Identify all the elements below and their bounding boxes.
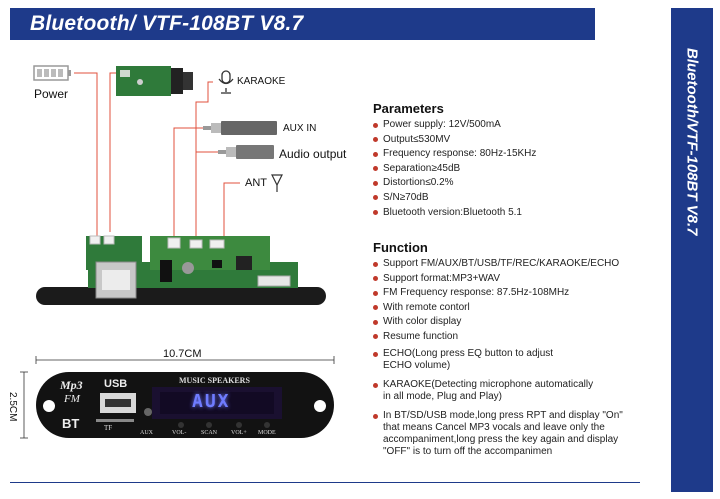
- list-item: With remote contorl: [373, 301, 623, 316]
- list-item: S/N≥70dB: [373, 191, 536, 206]
- audio-out-plug: [218, 145, 274, 159]
- parameters-list: Power supply: 12V/500mA Output≤530MV Fre…: [373, 118, 536, 220]
- tf-label: TF: [104, 424, 113, 432]
- height-dimension: 2.5CM: [7, 392, 18, 422]
- list-item: Frequency response: 80Hz-15KHz: [373, 147, 536, 162]
- vol-plus-button[interactable]: VOL+: [231, 430, 247, 436]
- aux-jack-label: AUX: [140, 430, 153, 436]
- mp3-label: Mp3: [60, 378, 83, 392]
- usb-label: USB: [104, 378, 128, 390]
- music-speakers-label: MUSIC SPEAKERS: [179, 376, 250, 385]
- parameters-title: Parameters: [373, 101, 444, 116]
- dimension-lines: [20, 356, 335, 439]
- karaoke-label: KARAOKE: [237, 76, 286, 87]
- audio-output-label: Audio output: [279, 147, 347, 161]
- list-item: Support FM/AUX/BT/USB/TF/REC/KARAOKE/ECH…: [373, 257, 623, 272]
- antenna-icon: [271, 174, 283, 192]
- list-item: In BT/SD/USB mode,long press RPT and dis…: [373, 410, 623, 459]
- list-item: Resume function: [373, 330, 623, 345]
- battery-icon: [33, 65, 71, 81]
- vol-minus-button[interactable]: VOL-: [172, 430, 187, 436]
- aux-in-label: AUX IN: [283, 123, 317, 134]
- list-item: With color display: [373, 315, 623, 330]
- side-bar: Bluetooth/VTF-108BT V8.7: [671, 8, 713, 492]
- list-item: KARAOKE(Detecting microphone automatical…: [373, 379, 623, 404]
- list-item: Output≤530MV: [373, 133, 536, 148]
- panel-display: AUX: [192, 391, 231, 412]
- mic-module: [116, 66, 193, 96]
- power-label: Power: [34, 87, 69, 101]
- bottom-divider: [10, 482, 640, 483]
- connection-wires: [74, 72, 240, 240]
- microphone-icon: [218, 70, 234, 94]
- aux-plug: [203, 121, 277, 135]
- fm-label: FM: [64, 393, 80, 405]
- list-item: Power supply: 12V/500mA: [373, 118, 536, 133]
- list-item: Bluetooth version:Bluetooth 5.1: [373, 206, 536, 221]
- list-item: Separation≥45dB: [373, 162, 536, 177]
- title-bar: Bluetooth/ VTF-108BT V8.7: [10, 8, 595, 40]
- list-item: Distortion≤0.2%: [373, 176, 536, 191]
- front-panel: [36, 372, 334, 438]
- main-board: [36, 235, 326, 305]
- function-title: Function: [373, 240, 428, 255]
- scan-button[interactable]: SCAN: [201, 430, 218, 436]
- bt-label: BT: [62, 416, 80, 431]
- ant-label: ANT: [245, 177, 267, 189]
- list-item: Support format:MP3+WAV: [373, 272, 623, 287]
- list-item: FM Frequency response: 87.5Hz-108MHz: [373, 286, 623, 301]
- mode-button[interactable]: MODE: [258, 430, 276, 436]
- page-title: Bluetooth/ VTF-108BT V8.7: [30, 12, 304, 35]
- width-dimension: 10.7CM: [163, 348, 202, 360]
- function-list: Support FM/AUX/BT/USB/TF/REC/KARAOKE/ECH…: [373, 257, 623, 459]
